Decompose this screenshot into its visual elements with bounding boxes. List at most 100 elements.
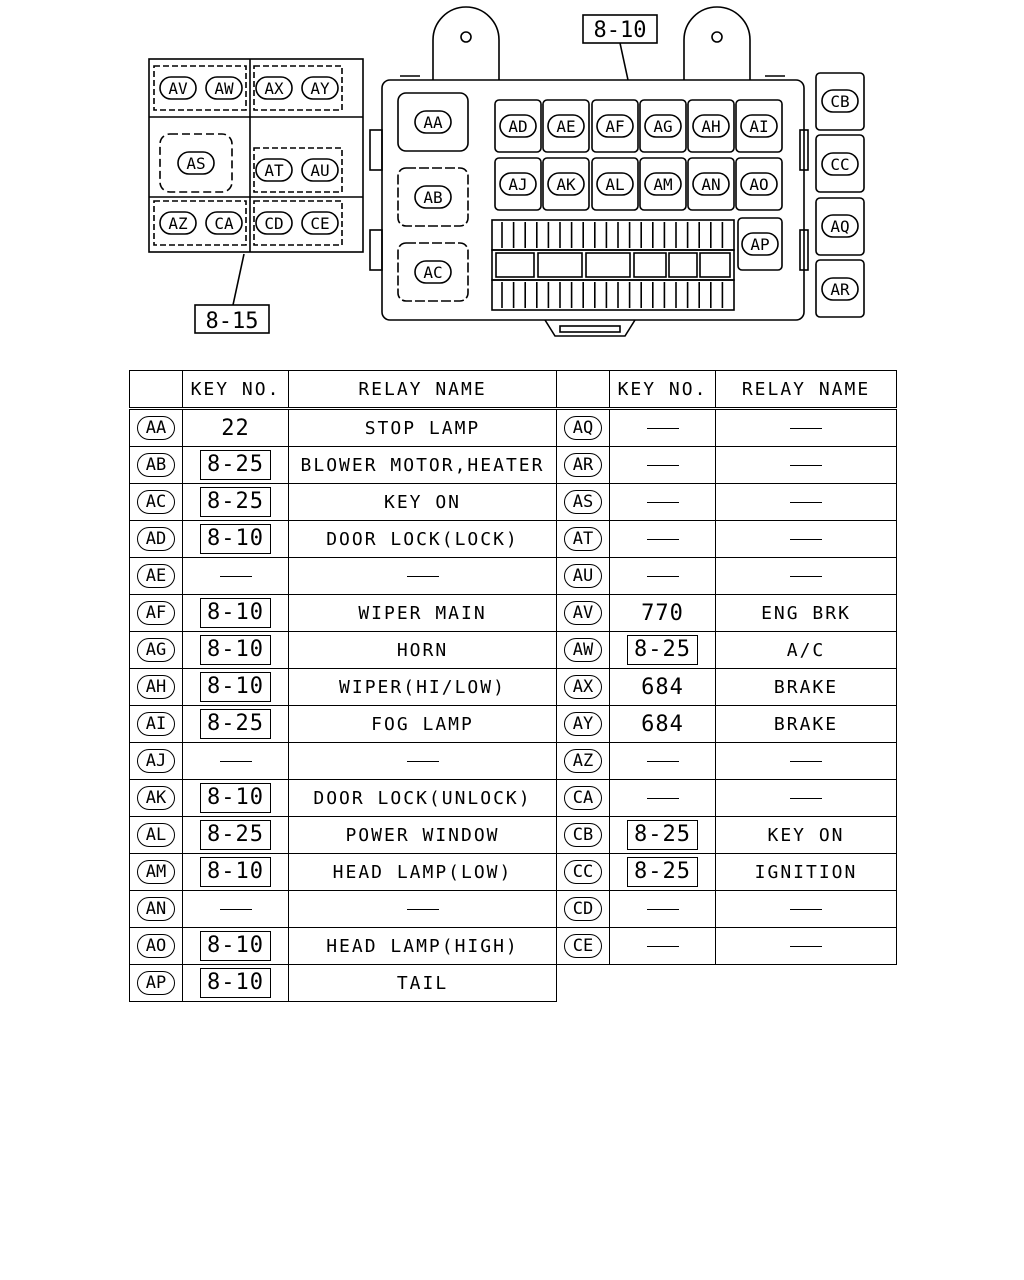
relay-label-aa: AA [414,110,452,134]
relay-code-cell: AX [556,668,610,706]
key-no-cell-text: 8-10 [200,524,271,554]
relay-code: AW [564,638,602,662]
relay-name-cell: KEY ON [715,816,897,854]
table-row: AC 8-25KEY ON AS — — [129,483,897,521]
svg-text:AW: AW [214,79,234,98]
relay-name-cell-text: TAIL [396,972,449,994]
relay-code: AH [137,675,175,699]
relay-label-ao: AO [740,172,778,196]
relay-code-cell: AD [129,520,183,558]
key-no-cell-text: 8-25 [200,709,271,739]
key-no-cell: 8-10 [182,668,289,706]
relay-label-ap: AP [741,232,779,256]
key-no-cell-text: 8-10 [200,857,271,887]
empty-dash: — [790,465,822,466]
relay-label-ca: CA [205,211,243,235]
empty-dash: — [790,798,822,799]
key-no-cell: 8-25 [182,483,289,521]
relay-name-cell: HEAD LAMP(HIGH) [288,927,557,965]
relay-name-cell-text: HEAD LAMP(HIGH) [326,935,519,957]
relay-label-af: AF [596,114,634,138]
relay-name-cell-text: DOOR LOCK(LOCK) [326,528,519,550]
relay-name-cell-text: IGNITION [754,861,858,883]
svg-text:AM: AM [653,175,672,194]
callout-8-10: 8-10 [582,14,658,81]
relay-code: AQ [564,416,602,440]
relay-name-cell-text: POWER WINDOW [345,824,500,846]
key-no-cell: — [609,483,716,521]
svg-text:AV: AV [168,79,188,98]
relay-name-cell: — [288,557,557,595]
relay-name-cell: — [715,408,897,447]
svg-text:AE: AE [556,117,575,136]
relay-code: AE [137,564,175,588]
relay-name-cell: — [715,446,897,484]
key-no-cell: 8-25 [182,705,289,743]
relay-code-cell: AB [129,446,183,484]
header-key-no-right: KEY NO. [609,370,716,410]
key-no-cell-text: 684 [641,711,684,737]
relay-code-cell: AQ [556,408,610,447]
relay-name-cell: POWER WINDOW [288,816,557,854]
relay-code: CE [564,934,602,958]
relay-code: AS [564,490,602,514]
relay-label-ai: AI [740,114,778,138]
relay-code: AL [137,823,175,847]
empty-dash: — [219,576,252,577]
callout-8-15: 8-15 [194,253,270,334]
svg-text:AC: AC [423,263,442,282]
relay-code: AF [137,601,175,625]
relay-code-cell: AJ [129,742,183,780]
relay-name-cell: BLOWER MOTOR,HEATER [288,446,557,484]
relay-code-cell: AA [129,408,183,447]
key-no-cell-text: 8-10 [200,968,271,998]
relay-code-cell: CE [556,927,610,965]
empty-dash: — [790,576,822,577]
key-no-cell-text: 22 [221,415,250,441]
relay-code-cell: AG [129,631,183,669]
key-no-cell: 8-10 [182,927,289,965]
key-no-cell: 684 [609,705,716,743]
relay-name-cell-text: KEY ON [767,824,845,846]
relay-name-cell-text: DOOR LOCK(UNLOCK) [313,787,532,809]
key-no-cell: 8-10 [182,964,289,1002]
key-no-cell-text: 8-25 [627,857,698,887]
empty-dash: — [646,539,679,540]
key-no-cell: — [609,779,716,817]
relay-code: AD [137,527,175,551]
svg-text:CB: CB [830,92,849,111]
relay-code: AG [137,638,175,662]
svg-text:AN: AN [701,175,720,194]
svg-text:AJ: AJ [508,175,527,194]
relay-code: CA [564,786,602,810]
svg-text:AU: AU [310,161,329,180]
relay-name-cell: — [715,483,897,521]
relay-code: AC [137,490,175,514]
relay-name-cell: ENG BRK [715,594,897,632]
relay-name-cell: WIPER MAIN [288,594,557,632]
relay-code: CC [564,860,602,884]
relay-name-cell: KEY ON [288,483,557,521]
relay-code-cell: AV [556,594,610,632]
svg-text:AZ: AZ [168,214,188,233]
relay-label-av: AV [159,76,197,100]
relay-code: AJ [137,749,175,773]
empty-dash: — [646,502,679,503]
relay-code-cell: AR [556,446,610,484]
relay-name-cell: DOOR LOCK(UNLOCK) [288,779,557,817]
relay-code-cell: AS [556,483,610,521]
relay-label-cc: CC [821,152,859,176]
relay-name-cell: FOG LAMP [288,705,557,743]
empty-dash: — [406,576,439,577]
relay-label-ag: AG [644,114,682,138]
empty-dash: — [646,428,679,429]
relay-code: AY [564,712,602,736]
empty-dash: — [790,946,822,947]
empty-dash: — [406,909,439,910]
relay-label-ab: AB [414,185,452,209]
svg-text:8-10: 8-10 [594,18,647,43]
